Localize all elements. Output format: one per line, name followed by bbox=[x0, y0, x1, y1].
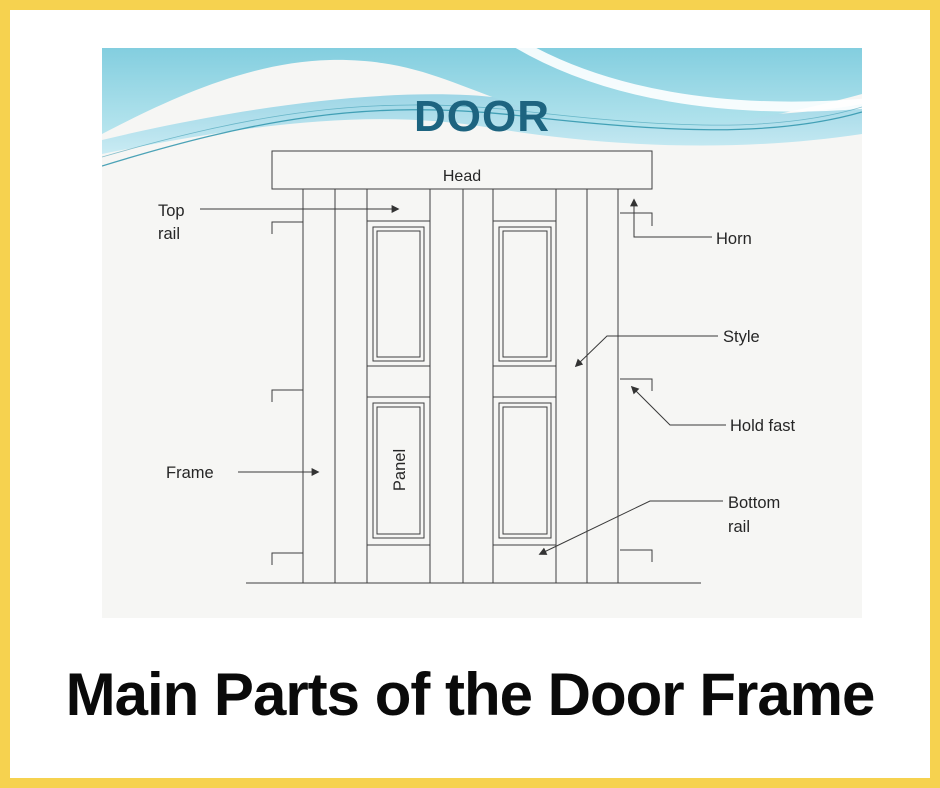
panel-upper-left bbox=[372, 226, 425, 362]
panel-label: Panel bbox=[391, 449, 409, 491]
door-title: DOOR bbox=[414, 92, 550, 141]
door-diagram: Head Panel bbox=[102, 48, 862, 584]
caption-title: Main Parts of the Door Frame bbox=[65, 661, 876, 728]
head-label: Head bbox=[443, 168, 481, 185]
horn-leader-arrow bbox=[630, 198, 712, 238]
header-wave bbox=[102, 48, 862, 167]
wave-stroke-1 bbox=[102, 109, 862, 167]
top-rail-label-line2: rail bbox=[158, 225, 180, 243]
style-label: Style bbox=[723, 328, 760, 346]
frame-label: Frame bbox=[166, 464, 214, 482]
wave-band-light bbox=[102, 94, 862, 154]
door-vertical-lines bbox=[302, 189, 619, 583]
head-box bbox=[271, 150, 653, 190]
bottom-rail-leader-arrow bbox=[538, 500, 723, 555]
hold-fast-label: Hold fast bbox=[730, 417, 796, 435]
slide: Head Panel bbox=[102, 48, 862, 618]
wave-main bbox=[102, 48, 862, 134]
wave-white-streak bbox=[515, 48, 862, 112]
wall-brackets-right bbox=[620, 212, 653, 562]
style-leader-arrow bbox=[574, 335, 718, 368]
bottom-rail-label: Bottom rail bbox=[728, 494, 780, 536]
wave-stroke-2 bbox=[102, 104, 862, 158]
panel-lower-left bbox=[372, 402, 425, 539]
panel-lower-right bbox=[498, 402, 552, 539]
wall-brackets-left bbox=[271, 221, 303, 565]
bottom-rail-label-line1: Bottom bbox=[728, 494, 780, 512]
top-rail-label-line1: Top bbox=[158, 202, 185, 220]
door-rail-lines bbox=[367, 220, 556, 546]
horn-label: Horn bbox=[716, 230, 752, 248]
top-rail-label: Top rail bbox=[158, 202, 185, 243]
hold-fast-leader-arrow bbox=[630, 385, 726, 426]
panel-upper-right bbox=[498, 226, 552, 362]
bottom-rail-label-line2: rail bbox=[728, 518, 750, 536]
